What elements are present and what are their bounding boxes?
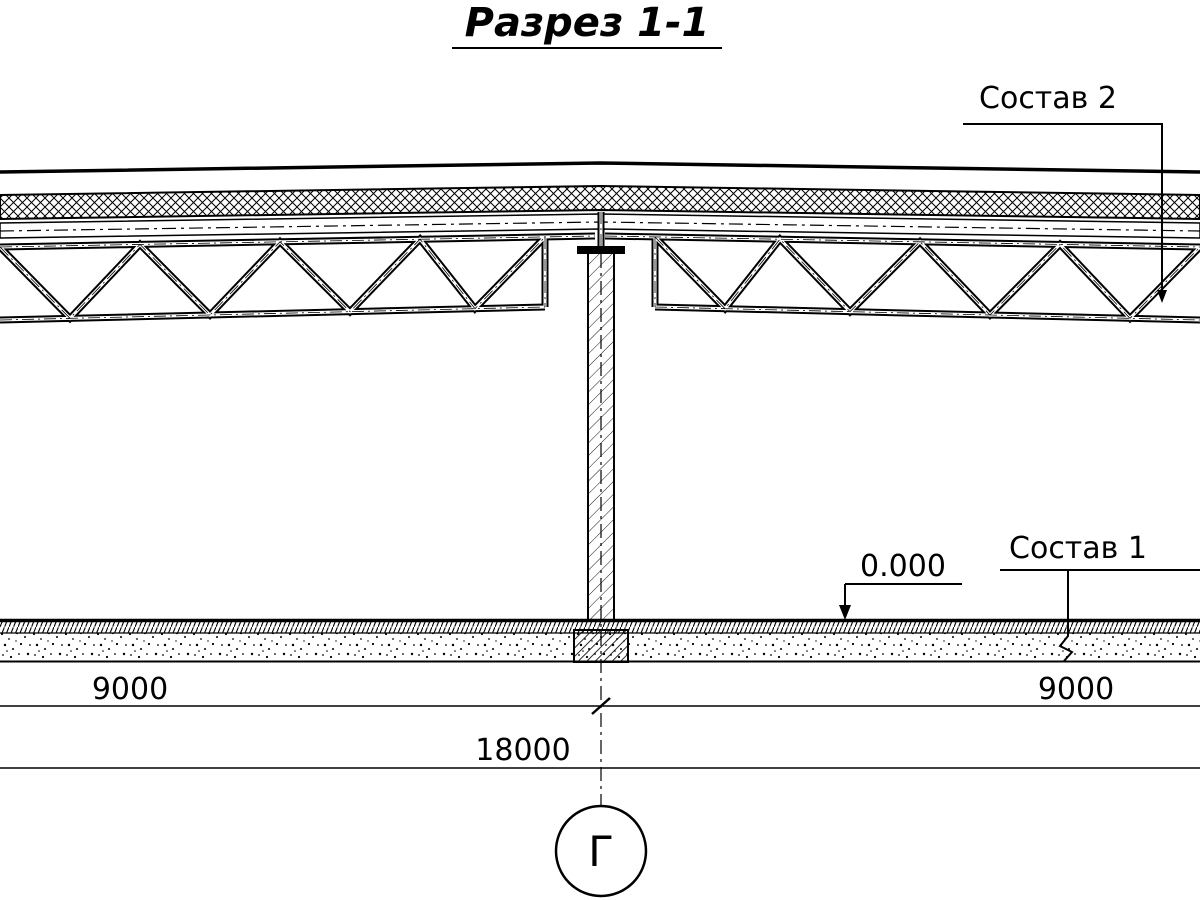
roof-callout-arrow xyxy=(1157,290,1167,303)
roof-callout: Состав 2 xyxy=(963,81,1167,303)
floor-callout: Состав 1 xyxy=(1000,531,1200,662)
floor-callout-label: Состав 1 xyxy=(1009,531,1147,566)
roof-insulation-layer xyxy=(0,184,1200,221)
title-block: Разрез 1-1 xyxy=(452,0,722,49)
axis-letter: Г xyxy=(588,827,614,876)
dimension-right-span: 9000 xyxy=(1038,672,1114,707)
column-cap-plate xyxy=(577,246,625,254)
elevation-value: 0.000 xyxy=(860,549,946,584)
roof-callout-label: Состав 2 xyxy=(979,81,1117,116)
roof-top-surface-line xyxy=(0,161,1200,174)
dimension-left-span: 9000 xyxy=(92,672,168,707)
drawing-title: Разрез 1-1 xyxy=(465,0,710,46)
elevation-mark: 0.000 xyxy=(839,549,962,620)
dimension-total: 18000 xyxy=(475,733,570,768)
floor-finish-layer xyxy=(0,622,1200,633)
dimension-tick-center xyxy=(591,697,611,715)
grid-axis-bubble: Г xyxy=(554,804,648,898)
dimension-row-spans: 9000 9000 xyxy=(0,672,1200,715)
dimension-row-total: 18000 xyxy=(0,733,1200,769)
floor-slab xyxy=(0,618,1200,663)
elevation-arrow xyxy=(839,605,851,620)
axis-circle xyxy=(554,804,648,898)
floor-callout-leader xyxy=(1058,570,1074,662)
